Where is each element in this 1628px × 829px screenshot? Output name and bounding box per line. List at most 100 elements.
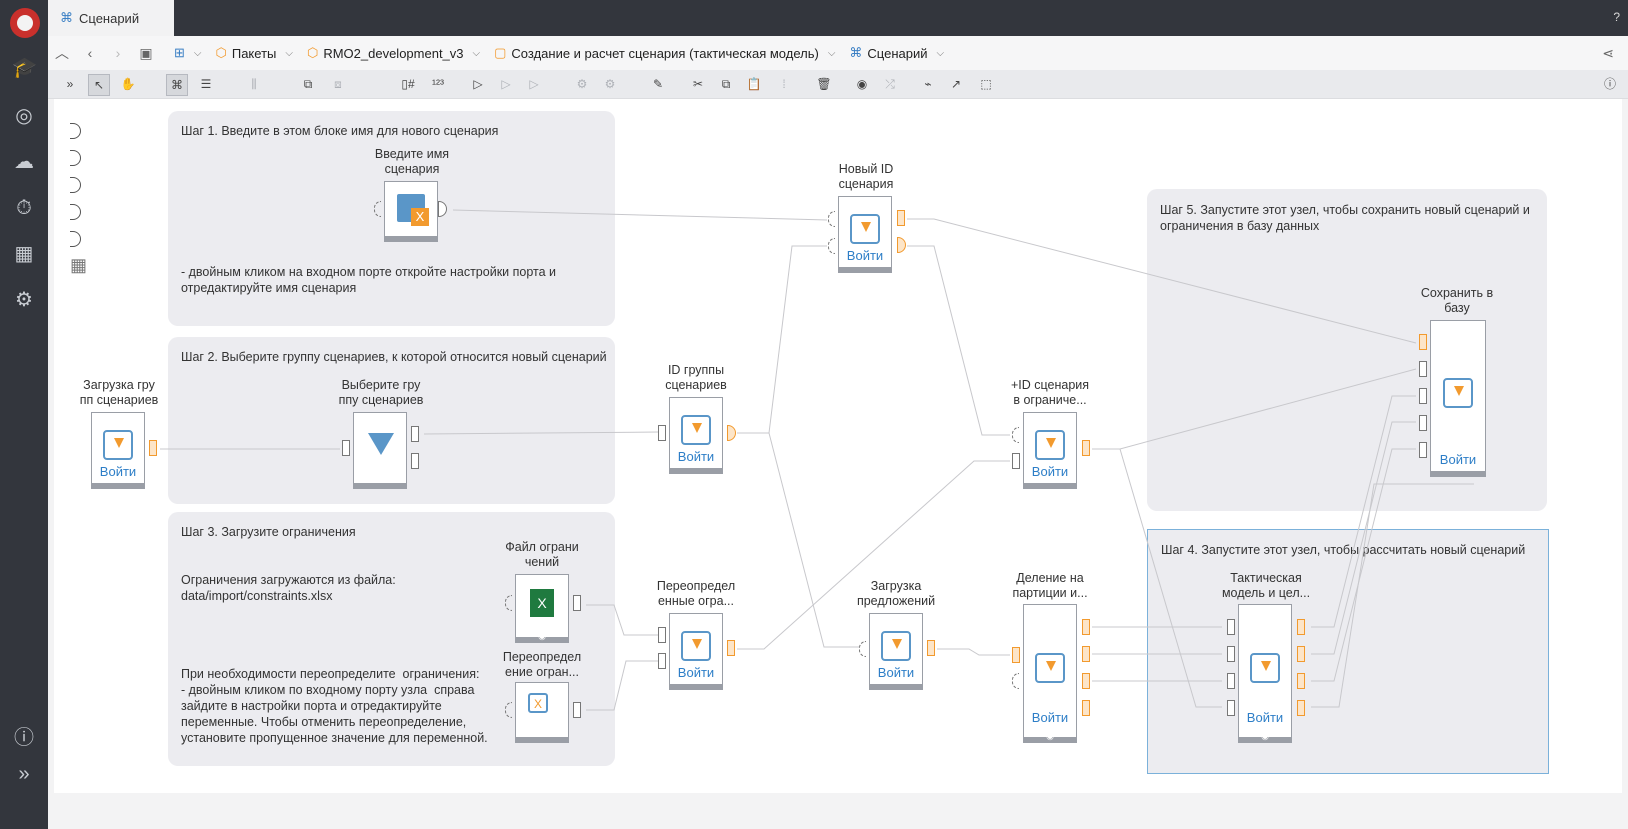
output-port[interactable] (573, 702, 581, 718)
copy-icon[interactable]: ⧉ (721, 77, 731, 91)
output-port[interactable] (1082, 700, 1090, 716)
input-port[interactable] (1227, 646, 1235, 662)
calendar-icon[interactable]: ▦ (14, 243, 34, 265)
forward-icon[interactable]: › (115, 45, 121, 61)
node-load-group[interactable]: Войти (91, 412, 145, 489)
cloud-icon[interactable]: ☁ (14, 151, 34, 173)
save-icon[interactable]: ▣ (139, 44, 153, 61)
input-port[interactable] (1012, 453, 1020, 469)
palette-port-2[interactable] (70, 150, 81, 166)
output-port[interactable] (1297, 673, 1305, 689)
settings-icon[interactable]: ⚙ (576, 77, 588, 91)
ungroup-icon[interactable]: ⧈ (334, 77, 342, 91)
collapse-icon[interactable]: » (66, 77, 74, 91)
enter-link[interactable]: Войти (677, 665, 715, 680)
align-icon[interactable]: ⫼ (251, 77, 257, 91)
eye-icon[interactable]: ◉ (1046, 731, 1054, 741)
input-port[interactable] (1012, 427, 1019, 443)
delete-icon[interactable]: 🗑 (816, 77, 832, 91)
node-load-offers[interactable]: Войти (869, 613, 923, 690)
enter-link[interactable]: Войти (1439, 452, 1477, 467)
output-port[interactable] (1082, 646, 1090, 662)
node-select-group[interactable] (353, 412, 407, 489)
connect-icon[interactable]: ⤮ (885, 77, 895, 91)
up-icon[interactable]: ︿ (55, 45, 69, 61)
output-port[interactable] (411, 426, 419, 442)
settings-run-icon[interactable]: ⚙ (604, 77, 616, 91)
input-port[interactable] (828, 211, 835, 227)
duplicate-icon[interactable]: ⁞ (782, 77, 786, 91)
enter-link[interactable]: Войти (846, 248, 884, 263)
input-port[interactable] (1012, 673, 1019, 689)
breadcrumb-project[interactable]: ⬡RMO2_development_v3⌵ (306, 45, 481, 61)
breadcrumb-packages[interactable]: ⬡Пакеты⌵ (215, 45, 293, 61)
input-port[interactable] (374, 201, 381, 217)
list-view-icon[interactable]: ☰ (200, 77, 212, 91)
run-step-icon[interactable]: ▷ (501, 77, 511, 91)
input-port[interactable] (505, 595, 512, 611)
share-icon[interactable]: ⋖ (1602, 45, 1614, 61)
enter-link[interactable]: Войти (677, 449, 715, 464)
run-icon[interactable]: ▷ (473, 77, 483, 91)
input-port[interactable] (658, 653, 666, 669)
back-icon[interactable]: ‹ (87, 45, 93, 61)
breadcrumb-root[interactable]: ⊞⌵ (174, 45, 202, 61)
info-icon[interactable]: ⓘ (1603, 77, 1616, 91)
node-save-db[interactable]: Войти (1430, 320, 1486, 477)
palette-port-4[interactable] (70, 204, 81, 220)
expand-icon[interactable]: » (18, 763, 30, 785)
input-port[interactable] (658, 627, 666, 643)
grid-palette-icon[interactable]: ▦ (70, 255, 88, 275)
enter-link[interactable]: Войти (1031, 710, 1069, 725)
workflow-canvas[interactable]: ▦ Шаг 1. Введите в этом блоке имя для но… (54, 99, 1622, 793)
input-port[interactable] (342, 440, 350, 456)
note-icon[interactable]: ✎ (652, 77, 664, 91)
input-port[interactable] (859, 641, 866, 657)
timer-icon[interactable]: ⏱ (16, 197, 32, 219)
input-port[interactable] (1419, 334, 1427, 350)
frame-icon[interactable]: ⬚ (980, 77, 992, 91)
output-port[interactable] (149, 440, 157, 456)
input-port[interactable] (1419, 415, 1427, 431)
output-port[interactable] (1297, 646, 1305, 662)
node-overridden[interactable]: Войти (669, 613, 723, 690)
output-port[interactable] (897, 210, 905, 226)
node-override[interactable]: X (515, 682, 569, 743)
app-logo[interactable] (10, 8, 40, 38)
eye-icon[interactable]: ◉ (1261, 731, 1269, 741)
enter-link[interactable]: Войти (1031, 464, 1069, 479)
info-icon[interactable]: ⓘ (14, 727, 34, 749)
output-port[interactable] (927, 640, 935, 656)
node-new-id[interactable]: Войти (838, 196, 892, 273)
cut-icon[interactable]: ✂ (692, 77, 704, 91)
link-icon[interactable]: ⌁ (924, 77, 932, 91)
output-port[interactable] (411, 453, 419, 469)
output-port[interactable] (1082, 619, 1090, 635)
right-splitter[interactable] (1622, 99, 1628, 793)
node-id-in-constraints[interactable]: Войти (1023, 412, 1077, 489)
user-settings-icon[interactable]: ⚙ (15, 289, 33, 311)
numbering-icon[interactable]: ¹²³ (432, 77, 444, 91)
compass-icon[interactable]: ◎ (15, 105, 33, 127)
palette-port-3[interactable] (70, 177, 81, 193)
output-port[interactable] (1297, 619, 1305, 635)
palette-port-5[interactable] (70, 231, 81, 247)
breadcrumb-scenario[interactable]: ⌘Сценарий⌵ (849, 45, 945, 61)
left-splitter[interactable] (48, 99, 54, 793)
input-port[interactable] (1419, 442, 1427, 458)
node-constraints-file[interactable]: X ◉ (515, 574, 569, 643)
eye-icon[interactable]: ◉ (538, 631, 546, 641)
graduation-icon[interactable]: 🎓 (12, 57, 37, 79)
output-port[interactable] (1297, 700, 1305, 716)
graph-view-icon[interactable]: ⌘ (166, 74, 188, 96)
node-enter-name[interactable]: X (384, 181, 438, 242)
enter-link[interactable]: Войти (99, 464, 137, 479)
output-port[interactable] (1082, 440, 1090, 456)
view-icon[interactable]: ◉ (856, 77, 868, 91)
enter-link[interactable]: Войти (1246, 710, 1284, 725)
paste-icon[interactable]: 📋 (746, 77, 762, 91)
tab-scenario[interactable]: ⌘ Сценарий (48, 0, 174, 36)
run-next-icon[interactable]: ▷ (529, 77, 539, 91)
output-port[interactable] (1082, 673, 1090, 689)
input-port[interactable] (1419, 361, 1427, 377)
